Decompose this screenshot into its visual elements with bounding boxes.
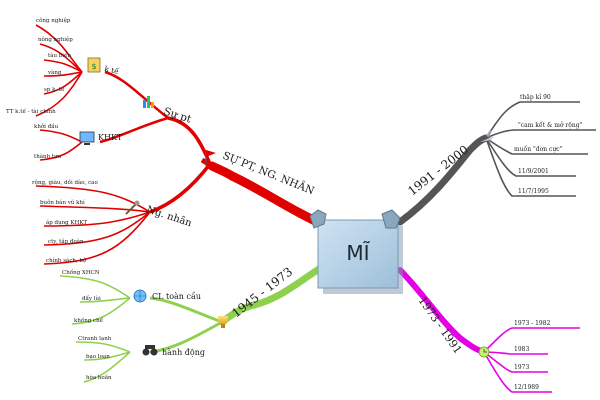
trophy-icon [218,316,228,328]
magenta-item[interactable]: 1983 [514,346,529,353]
khkt-label[interactable]: KHKT [98,133,123,142]
hd-label[interactable]: hành động [162,348,205,357]
bar-chart-icon [143,96,154,108]
green-branch [59,258,334,383]
green-main-connector [218,258,334,326]
red-branch [35,24,335,265]
center-node[interactable]: MĨ [309,209,403,294]
magenta-item[interactable]: 1973 [514,364,529,371]
gray-labels: 1991 - 2000 thập kỉ 90 "cam kết & mở rộn… [405,94,582,198]
green-to-cl [149,296,223,324]
gray-item[interactable]: thập kỉ 90 [520,94,551,101]
kte-item[interactable]: TT k.tế - tài chính [6,108,56,115]
tools-icon [125,200,140,215]
ngnhan-item[interactable]: chính sách, bộ [46,257,87,264]
khkt-item[interactable]: khởi đầu [34,122,59,130]
magenta-labels: 1973 - 1991 1973 - 1982 1983 1973 12/198… [416,294,551,391]
svg-text:$: $ [91,62,96,71]
kte-item[interactable]: công nghiệp [36,17,71,24]
red-main-connector [207,161,335,233]
computer-icon [79,131,95,145]
gray-item[interactable]: 11/7/1995 [518,188,549,195]
gear-icon [309,209,327,229]
ngnhan-item[interactable]: buôn bán vũ khí [40,199,85,206]
khkt-item[interactable]: thành tựu [34,153,62,160]
binoculars-icon [142,345,158,356]
gray-main-connector [396,134,490,226]
kte-item[interactable]: tàu biển [48,52,71,59]
hd-item[interactable]: hòa hoãn [86,374,112,381]
center-box [317,219,399,289]
gray-item[interactable]: muốn "đơn cực" [514,146,563,153]
kte-label[interactable]: k tế [104,64,120,76]
cl-item[interactable]: khống chế [74,317,104,324]
hd-item[interactable]: bạo loạn [86,354,110,360]
kte-item[interactable]: nông nghiệp [38,36,73,43]
magenta-main-connector [397,267,487,355]
supt-to-khkt [99,116,169,144]
kte-item[interactable]: sp k. tế [44,86,65,93]
gray-branch [396,101,596,226]
gray-item[interactable]: "cam kết & mở rộng" [518,122,583,129]
ngnhan-item[interactable]: rộng, giàu, dồi dào, cao [32,178,98,186]
red-to-supt [167,116,212,165]
cl-item[interactable]: đẩy lùi [82,295,101,302]
cl-label[interactable]: CL toàn cầu [152,292,201,301]
supt-to-kte [104,70,169,119]
magenta-branch [397,267,580,393]
hd-item[interactable]: Ctranh lạnh [78,336,112,342]
plane-icon [480,130,494,142]
globe-icon [133,289,147,303]
gear-icon-right [381,209,401,229]
ngnhan-label[interactable]: Ng. nhân [145,204,193,229]
center-title: MĨ [346,241,370,265]
red-labels: SỰ PT, NG. NHÂN Sự pt k tế KHKT Ng. nhân… [6,17,317,264]
dollar-book-icon: $ [87,57,101,73]
magenta-item[interactable]: 12/1989 [514,384,539,391]
green-labels: 1945 - 1973 CL toàn cầu hành động Chống … [62,265,295,381]
kte-item[interactable]: vàng [47,69,62,76]
magenta-item[interactable]: 1973 - 1982 [514,320,551,327]
flag-icon [205,150,216,166]
gray-item[interactable]: 11/9/2001 [518,168,549,175]
red-to-ngnhan [149,162,212,214]
magenta-branch-label[interactable]: 1973 - 1991 [416,294,465,356]
cl-item[interactable]: Chống XHCN [62,269,100,276]
ngnhan-item[interactable]: cty, tập đoàn [48,238,84,245]
ngnhan-item[interactable]: áp dụng KHKT [46,219,87,226]
clock-icon [478,346,490,358]
